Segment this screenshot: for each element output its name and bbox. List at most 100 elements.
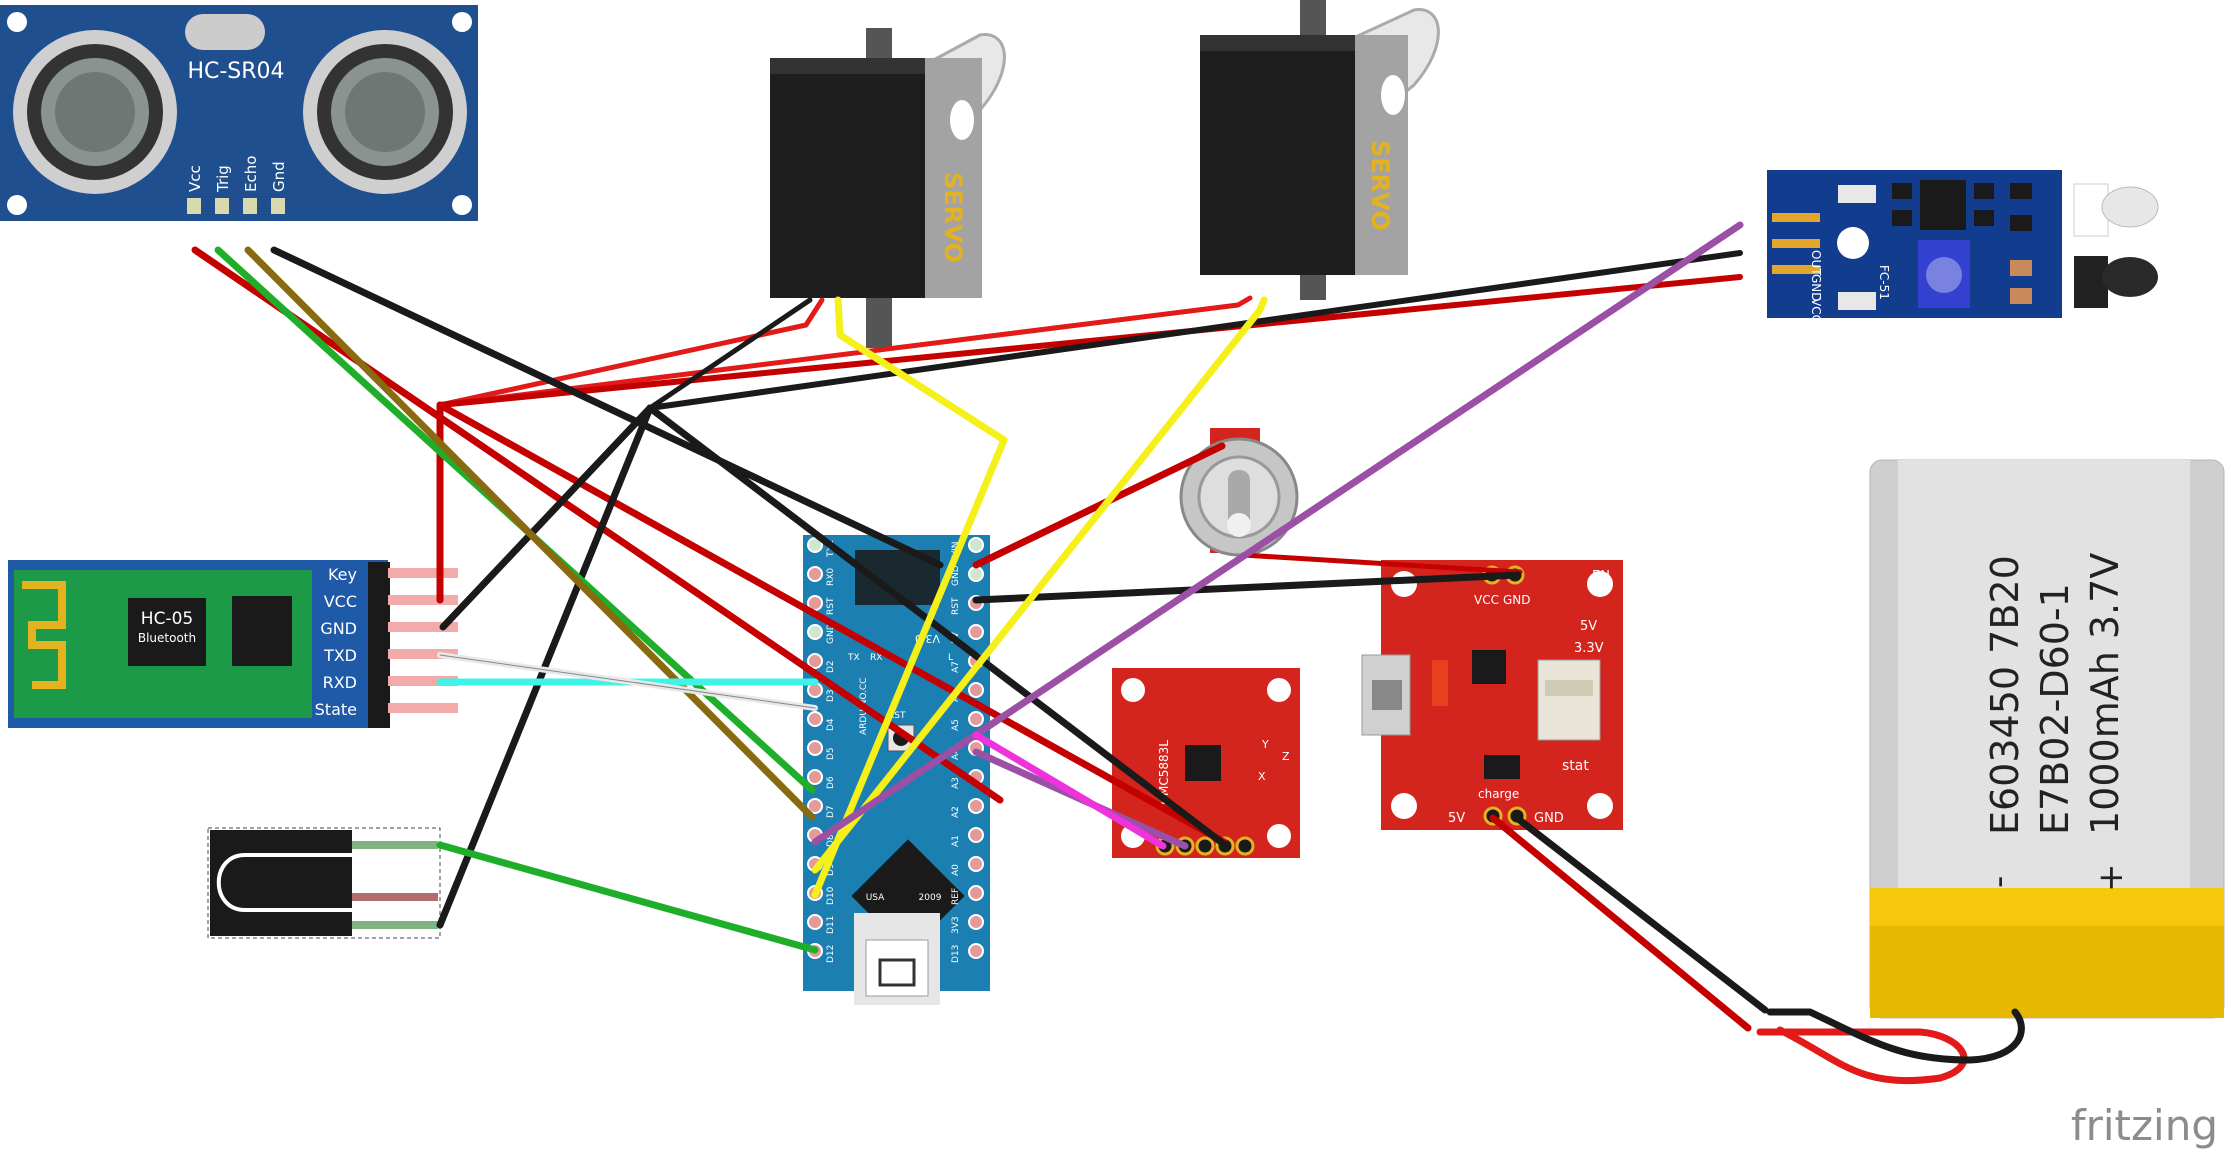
arduino-pin-rst[interactable] [807, 595, 823, 611]
battery-label-line1: E603450 7B20 [1983, 555, 2027, 835]
wire-switch-en[interactable] [1240, 552, 1523, 575]
wire-ir-out[interactable] [811, 221, 1744, 846]
wire-ir-vcc[interactable] [437, 274, 1743, 408]
hc-sr04-pin-gnd: Gnd [270, 161, 288, 192]
arduino-pin-rx0[interactable] [807, 566, 823, 582]
arduino-pin-label: D3 [826, 689, 836, 702]
wire-hcsr04-vcc[interactable] [191, 246, 1004, 804]
hc-sr04-title: HC-SR04 [187, 59, 284, 84]
arduino-pin-d11[interactable] [807, 914, 823, 930]
wire-battery-pos-lead[interactable] [1756, 1026, 1968, 1085]
axis-x-label: X [1258, 770, 1266, 783]
ir-board-label: FC-51 [1877, 265, 1891, 300]
wire-servo1-gnd[interactable] [647, 297, 813, 411]
arduino-pin-gnd[interactable] [968, 566, 984, 582]
hc-05-bluetooth-module[interactable]: HC-05 Bluetooth Key VCC GND TXD RXD Stat… [8, 560, 458, 728]
arduino-pin-tx1[interactable] [807, 537, 823, 553]
wire-battery-gnd-charger[interactable] [1513, 814, 1769, 1014]
arduino-pin-d2[interactable] [807, 653, 823, 669]
arduino-pin-d7[interactable] [807, 798, 823, 814]
wire-battery-gnd-lead[interactable] [1766, 1008, 2025, 1064]
wire-ir-receiver-signal[interactable] [436, 841, 819, 954]
hc-05-pin-key: Key [328, 565, 357, 584]
battery-plus: + [2091, 864, 2131, 893]
arduino-pin-label: A5 [951, 719, 961, 731]
arduino-pin-ref[interactable] [968, 885, 984, 901]
arduino-pin-label: A1 [951, 835, 961, 847]
arduino-pin-label: D11 [826, 916, 836, 934]
arduino-label-tx: TX [847, 653, 860, 663]
servo-2[interactable]: SERVO [1200, 0, 1440, 300]
arduino-pin-a5[interactable] [968, 711, 984, 727]
arduino-label-rst: RST [888, 711, 906, 721]
hc-sr04-pin-vcc: Vcc [186, 165, 204, 192]
charger-label-5v: 5V [1580, 619, 1597, 634]
ir-receiver[interactable] [207, 827, 441, 939]
wire-servo2-signal[interactable] [811, 296, 1268, 874]
arduino-pin-a0[interactable] [968, 856, 984, 872]
lipo-battery[interactable]: E603450 7B20 E7B02-D60-1 1000mAh 3.7V - … [1869, 459, 2225, 1019]
arduino-pin-label: A4 [951, 748, 961, 760]
arduino-pin-gnd[interactable] [807, 624, 823, 640]
wire-battery-pos-charger[interactable] [1489, 814, 1752, 1032]
ir-pin-labels: OUT [1809, 250, 1823, 276]
charger-label-vcc: VCC [1474, 593, 1499, 607]
wire-gnd-hub-ir-receiver[interactable] [436, 404, 654, 929]
arduino-pin-a1[interactable] [968, 827, 984, 843]
wire-servo1-power[interactable] [437, 297, 825, 408]
arduino-label-l: L [948, 653, 953, 663]
servo-1[interactable]: SERVO [770, 28, 1006, 348]
hc-sr04-pin-echo: Echo [242, 156, 260, 192]
wire-hcsr04-gnd[interactable] [270, 246, 944, 569]
arduino-pin-3v3[interactable] [968, 914, 984, 930]
wire-hcsr04-echo[interactable] [244, 246, 816, 821]
arduino-pin-5v[interactable] [968, 624, 984, 640]
arduino-pin-d6[interactable] [807, 769, 823, 785]
arduino-label-year: 2009 [919, 893, 942, 903]
arduino-pin-label: 3V3 [951, 916, 961, 934]
arduino-pin-label: D13 [951, 945, 961, 963]
arduino-pin-label: D10 [826, 886, 836, 905]
axis-y-label: Y [1261, 738, 1269, 751]
arduino-pin-label: RST [826, 597, 836, 615]
wire-bt-txd-outline [439, 654, 816, 709]
arduino-pin-d13[interactable] [968, 943, 984, 959]
wire-switch-vin[interactable] [972, 442, 1226, 569]
arduino-pin-label: D8 [826, 834, 836, 847]
wires [191, 221, 2025, 1085]
wire-power-bus[interactable] [436, 401, 1228, 846]
wire-compass-sda[interactable] [972, 731, 1167, 850]
arduino-pin-label: A3 [951, 777, 961, 789]
hc-sr04-module[interactable]: HC-SR04 Vcc Trig Echo Gnd [0, 5, 478, 221]
wire-gnd-hub-bt[interactable] [439, 404, 654, 631]
wire-gnd-hub-nano[interactable] [646, 404, 1229, 849]
ir-pin-gnd: GND [1809, 274, 1823, 302]
arduino-pin-label: D6 [826, 776, 836, 789]
wire-ir-gnd[interactable] [647, 250, 1743, 411]
arduino-label-usa: USA [866, 893, 885, 903]
arduino-pin-label: A2 [951, 806, 961, 818]
arduino-pin-label: D7 [826, 805, 836, 818]
ir-obstacle-module[interactable]: OUT GND VCC FC-51 [1767, 170, 2159, 323]
arduino-pin-label: D5 [826, 747, 836, 760]
hc-05-pin-vcc: VCC [324, 592, 357, 611]
arduino-pin-a2[interactable] [968, 798, 984, 814]
charger-label-bat-gnd: GND [1534, 811, 1564, 826]
fritzing-watermark: fritzing [2071, 1101, 2218, 1150]
servo-1-label: SERVO [939, 172, 967, 263]
lipo-charger-board[interactable]: EN VCC GND 5V 3.3V stat charge 5V GND [1361, 560, 1623, 830]
arduino-pin-label: RX0 [826, 568, 836, 586]
arduino-pin-d5[interactable] [807, 740, 823, 756]
arduino-pin-vin[interactable] [968, 537, 984, 553]
arduino-pin-label: D12 [826, 945, 836, 963]
arduino-pin-a6[interactable] [968, 682, 984, 698]
charger-label-stat: stat [1562, 758, 1589, 774]
arduino-pin-d4[interactable] [807, 711, 823, 727]
wire-nano-gnd-charger[interactable] [972, 571, 1522, 604]
arduino-pin-label: D9 [826, 863, 836, 876]
wire-servo1-signal[interactable] [811, 296, 1008, 899]
